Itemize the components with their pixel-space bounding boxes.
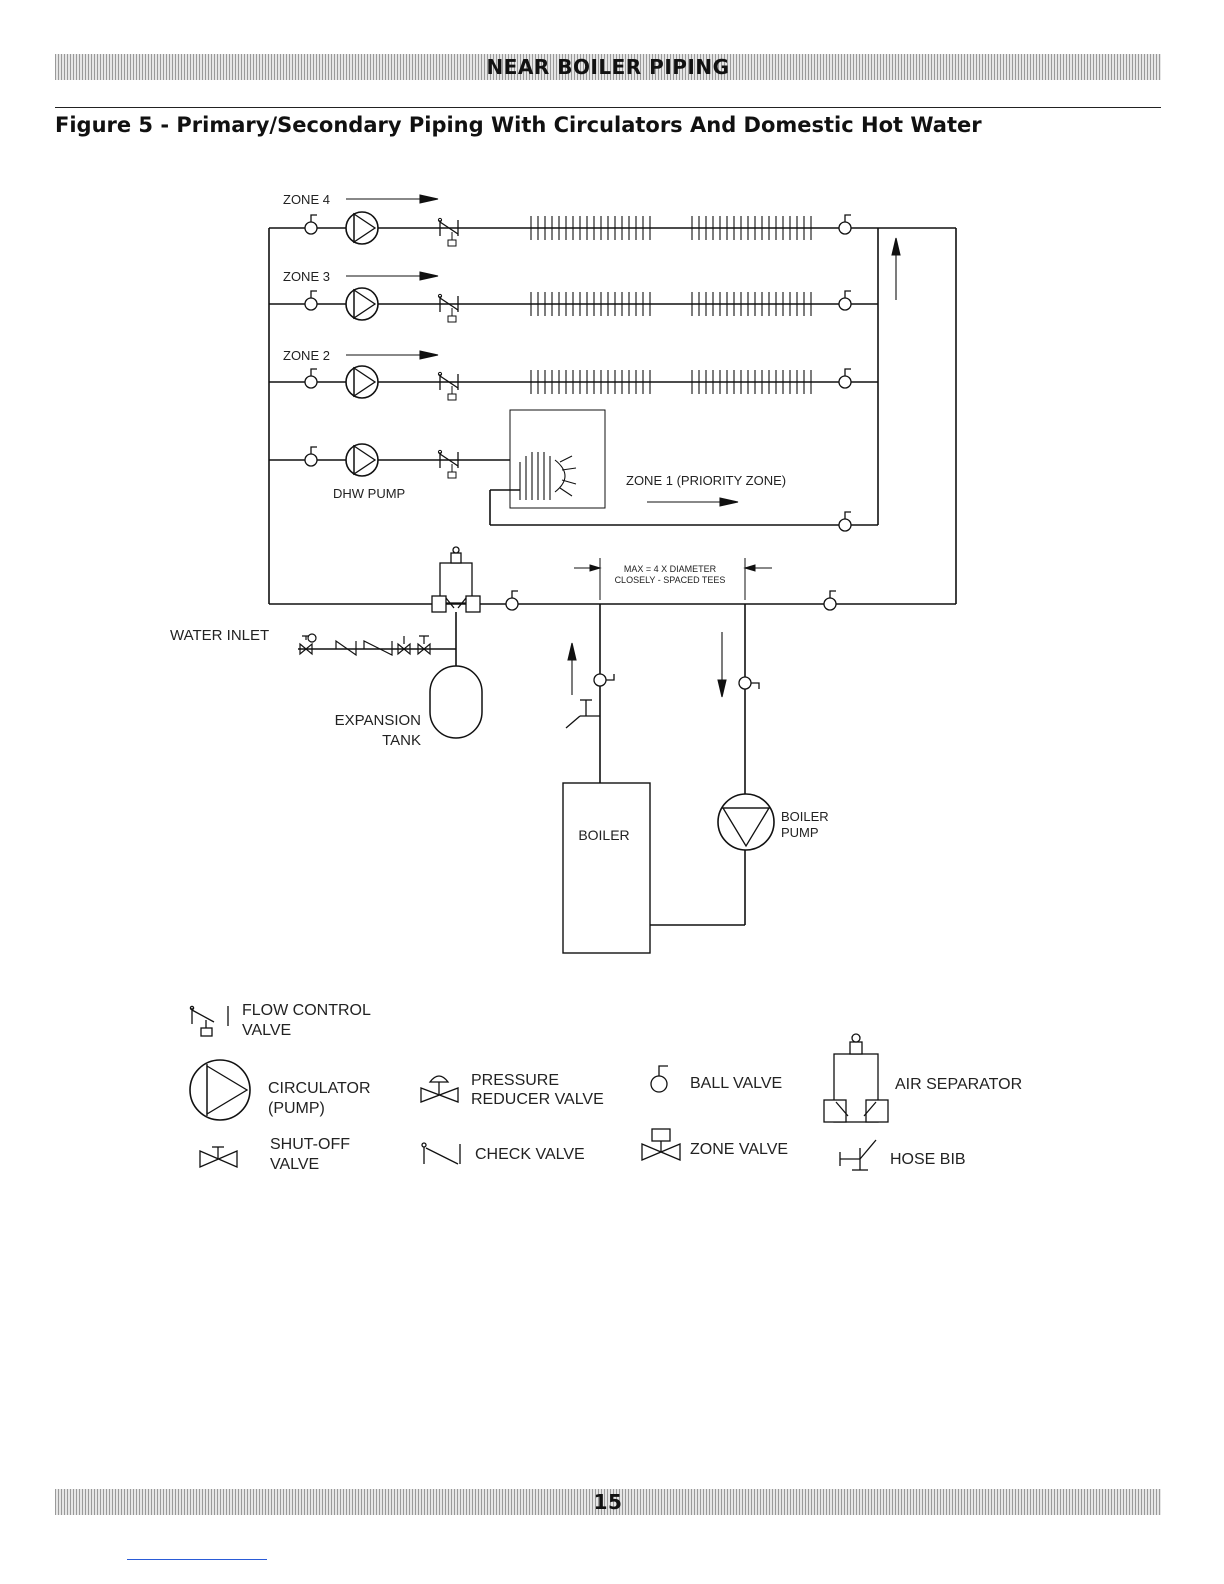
boiler-pump-label-2: PUMP <box>781 825 819 840</box>
section-title: NEAR BOILER PIPING <box>486 55 730 79</box>
legend-pressure-reducer-label-1: PRESSURE <box>471 1072 559 1089</box>
dhw-pump-label: DHW PUMP <box>333 486 405 501</box>
zone4-circulator-icon <box>345 211 379 245</box>
zone-arrows <box>346 194 901 698</box>
legend-circulator-icon <box>189 1059 251 1121</box>
legend-ball-valve-label: BALL VALVE <box>690 1075 782 1092</box>
boiler-pump-icon <box>717 793 775 851</box>
zone3-label: ZONE 3 <box>283 269 330 284</box>
zone2-label: ZONE 2 <box>283 348 330 363</box>
dhw-coil <box>519 452 577 500</box>
legend-zone-valve-icon <box>641 1128 681 1161</box>
legend-check-valve-icon <box>421 1142 461 1165</box>
footer-band: 15 <box>55 1489 1161 1515</box>
legend-ball-valve-icon <box>650 1065 668 1093</box>
legend-hose-bib-label: HOSE BIB <box>890 1151 966 1168</box>
zone1-label: ZONE 1 (PRIORITY ZONE) <box>626 473 786 488</box>
legend-air-separator-icon <box>823 1033 889 1123</box>
legend-hose-bib-icon <box>839 1139 877 1171</box>
tees-dimension <box>574 558 772 600</box>
legend-pressure-reducer-label-2: REDUCER VALVE <box>471 1091 604 1108</box>
legend-flow-control-label-2: VALVE <box>242 1022 291 1039</box>
legend-air-separator-label: AIR SEPARATOR <box>895 1076 1022 1093</box>
air-separator-icon <box>431 546 481 613</box>
legend-circulator-label-1: CIRCULATOR <box>268 1080 371 1097</box>
baseboard-fins <box>530 216 812 394</box>
legend-check-valve-label: CHECK VALVE <box>475 1146 585 1163</box>
legend-flow-control-label-1: FLOW CONTROL <box>242 1002 371 1019</box>
boiler-pump-label-1: BOILER <box>781 809 829 824</box>
header-band: NEAR BOILER PIPING <box>55 54 1161 80</box>
figure-title: Figure 5 - Primary/Secondary Piping With… <box>55 113 982 137</box>
boiler-icon <box>562 782 651 954</box>
boiler-loop-ball-valves <box>593 673 760 690</box>
legend-circulator-label-2: (PUMP) <box>268 1100 325 1117</box>
expansion-tank-label-2: TANK <box>382 732 421 749</box>
tees-note-line2: CLOSELY - SPACED TEES <box>615 575 726 585</box>
boiler-label: BOILER <box>578 827 629 843</box>
legend-shutoff-label-1: SHUT-OFF <box>270 1136 350 1153</box>
legend-zone-valve-label: ZONE VALVE <box>690 1141 788 1158</box>
water-inlet-components <box>299 633 431 657</box>
zone-ball-valve-icons <box>304 214 852 611</box>
zone4-label: ZONE 4 <box>283 192 330 207</box>
boiler-hose-bib-icon <box>565 699 600 729</box>
legend-pressure-reducer-icon <box>420 1075 459 1103</box>
dhw-pump-icon <box>345 443 379 477</box>
page-number: 15 <box>593 1490 623 1514</box>
expansion-tank-label-1: EXPANSION <box>335 712 421 729</box>
zone2-circulator-icon <box>345 365 379 399</box>
water-inlet-label: WATER INLET <box>170 627 269 644</box>
legend-flow-control-icon <box>189 1005 229 1037</box>
legend-shutoff-label-2: VALVE <box>270 1156 319 1173</box>
footer-link-underline <box>127 1559 267 1560</box>
zone3-circulator-icon <box>345 287 379 321</box>
tees-note-line1: MAX = 4 X DIAMETER <box>624 564 717 574</box>
header-rule <box>55 107 1161 108</box>
legend-shutoff-valve-icon <box>199 1146 238 1168</box>
flow-control-valve-icons <box>437 217 459 479</box>
expansion-tank-icon <box>429 665 483 739</box>
